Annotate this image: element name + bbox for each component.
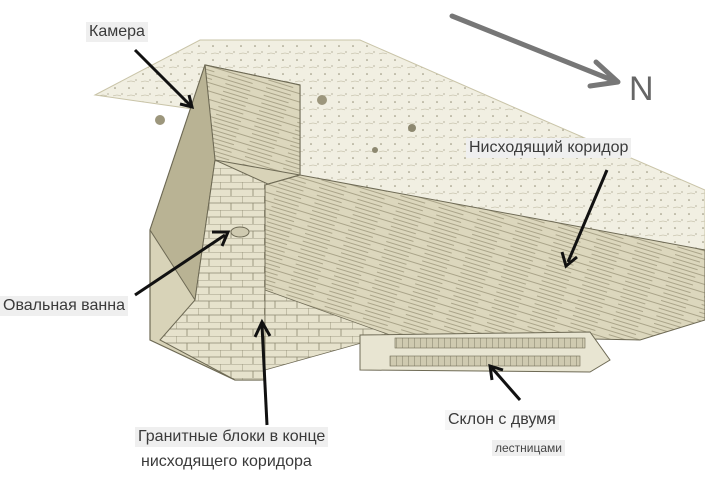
label-slope-line1: Склон с двумя: [445, 410, 559, 430]
label-oval-basin: Овальная ванна: [0, 296, 128, 316]
slope-pointer: [488, 363, 522, 401]
descending-corridor: [264, 174, 705, 371]
label-descending-corridor: Нисходящий коридор: [466, 138, 632, 158]
label-granite-blocks-line1: Гранитные блоки в конце: [135, 427, 329, 447]
compass-label-n: N: [629, 70, 654, 108]
descending-corridor-pointer: [560, 169, 609, 269]
north-arrow-icon: [449, 13, 621, 89]
label-chamber: Камера: [86, 22, 148, 42]
chamber-pointer: [133, 48, 195, 110]
oval-basin-shape: [230, 226, 250, 238]
leader-lines: [133, 48, 609, 426]
oval-basin-pointer: [134, 230, 231, 297]
slope-with-stairs: [359, 331, 611, 373]
granite-blocks-pointer: [253, 318, 272, 426]
label-slope-line2: лестницами: [492, 440, 566, 456]
label-granite-blocks-line2: нисходящего коридора: [141, 453, 312, 470]
